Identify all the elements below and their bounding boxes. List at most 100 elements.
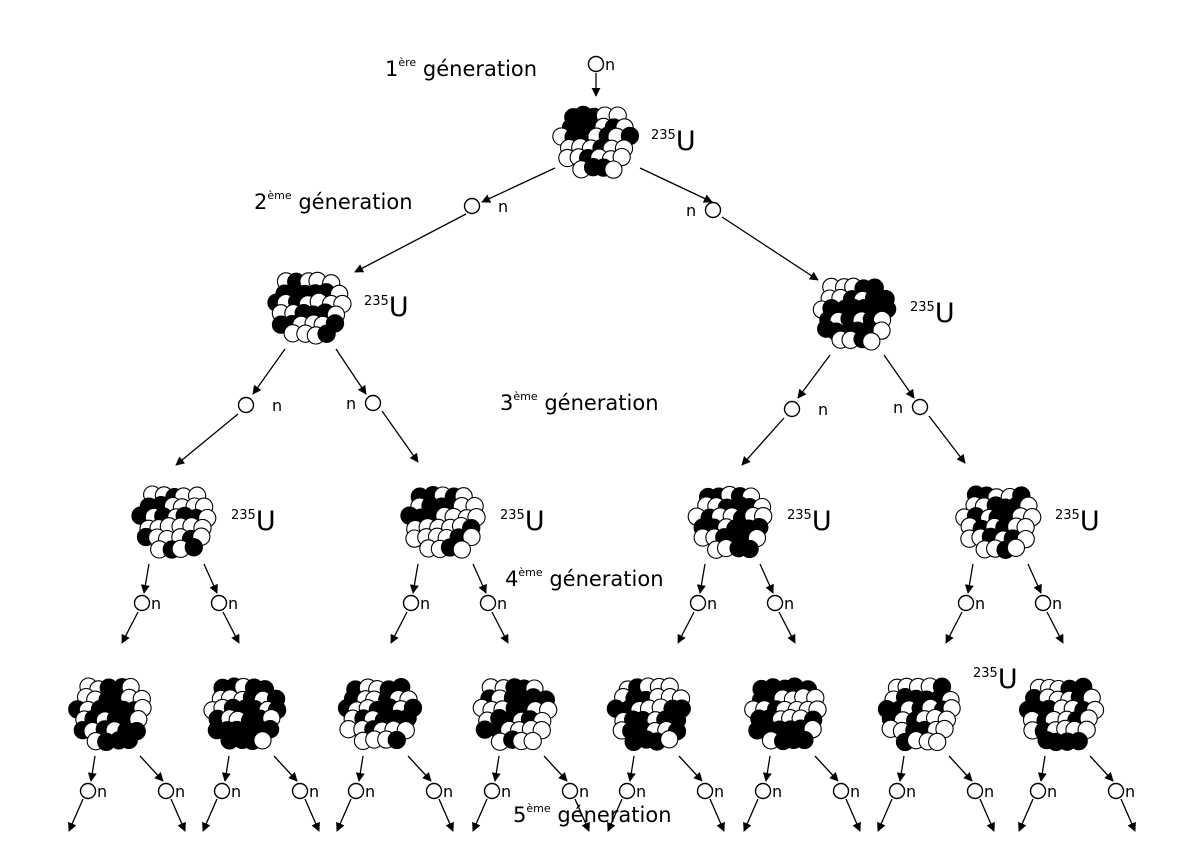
arrow-gen5-6 (438, 798, 454, 832)
neutron-label: n (498, 197, 508, 216)
neutron-label: n (975, 594, 985, 613)
arrow-gen4-5 (677, 611, 695, 644)
neutron-label: n (818, 400, 828, 419)
neutron-label: n (420, 594, 430, 613)
neutron-gen5-4: n (291, 782, 319, 801)
neutron-gen5-5: n (347, 782, 375, 801)
neutron-label: n (605, 55, 615, 74)
neutron-label: n (272, 396, 282, 415)
nucleus-gen4-8 (1018, 677, 1105, 752)
neutron-gen5-2: n (157, 782, 185, 801)
neutron-gen5-15: n (1029, 782, 1057, 801)
neutron-label: n (850, 782, 860, 801)
arrow-top-right-out (639, 167, 713, 203)
neutron-label: n (501, 782, 511, 801)
arrow-gen5-14 (979, 798, 995, 832)
neutron-label: n (906, 782, 916, 801)
proton-icon (387, 730, 406, 750)
nucleon-icon (253, 731, 272, 750)
neutron-icon (696, 782, 714, 800)
neutron-icon (402, 594, 420, 612)
proton-icon (740, 539, 759, 559)
nucleus-gen4-2 (203, 677, 287, 751)
arrow-l4-4-out1 (491, 755, 501, 782)
nucleon-icon (862, 332, 881, 351)
neutron-icon (618, 782, 636, 800)
neutron-icon (463, 197, 481, 215)
neutron-label: n (175, 782, 185, 801)
arrow-l3-3-out2 (759, 563, 774, 594)
neutron-icon (966, 782, 984, 800)
neutron-label: n (365, 782, 375, 801)
arrow-l3-2-out2 (472, 563, 487, 594)
nucleus-gen3-2: 235U (400, 486, 545, 559)
nucleon-icon (1006, 538, 1026, 557)
neutron-label: n (1047, 782, 1057, 801)
generation-label-5: 5ème géneration (513, 802, 672, 827)
neutron-gen5-1: n (79, 782, 107, 801)
neutron-icon (237, 396, 255, 414)
arrow-gen5-15 (1018, 798, 1034, 832)
arrow-l3-3-out1 (696, 563, 706, 594)
proton-icon (119, 730, 139, 750)
nucleus-label: 235U (651, 126, 696, 157)
nucleus-gen3-4: 235U (955, 485, 1100, 559)
arrow-gen5-13 (877, 798, 893, 832)
arrow-l4-4-out2 (543, 755, 568, 782)
arrow-gen3-4 (928, 415, 966, 464)
generation-label-4: 4ème géneration (505, 566, 664, 591)
arrow-gen5-9 (607, 798, 623, 832)
arrow-l2b-out2 (883, 354, 915, 399)
nucleus-gen3-3: 235U (687, 485, 832, 559)
arrow-gen4-3 (390, 611, 408, 644)
arrow-gen5-7 (472, 798, 488, 832)
neutron-gen5-11: n (754, 782, 782, 801)
nucleus-label: 235U (1055, 506, 1100, 537)
neutron-label: n (714, 782, 724, 801)
neutron-gen4-1: n (133, 594, 161, 613)
neutron-gen5-8: n (561, 782, 589, 801)
neutron-gen3-1: n (237, 396, 282, 415)
nucleon-icon (523, 731, 542, 751)
neutron-gen1: n (587, 55, 615, 74)
neutron-gen3-3: n (783, 400, 828, 419)
arrow-gen5-10 (709, 798, 725, 832)
arrow-l4-1-out1 (87, 755, 97, 782)
nucleus-label: 235U (787, 506, 832, 537)
neutron-icon (425, 782, 443, 800)
arrow-l4-8-out1 (1037, 755, 1047, 782)
neutron-gen2-right: n (686, 201, 722, 220)
neutron-gen3-4: n (893, 398, 929, 417)
neutron-label: n (346, 394, 356, 413)
neutron-label: n (686, 201, 696, 220)
neutron-gen5-9: n (618, 782, 646, 801)
nucleus-gen2-left: 235U (267, 271, 409, 345)
arrow-gen5-11 (743, 798, 759, 832)
neutron-icon (832, 782, 850, 800)
neutron-label: n (231, 782, 241, 801)
neutron-label: n (579, 782, 589, 801)
nucleus-gen1: 235U (552, 105, 696, 179)
neutron-label: n (443, 782, 453, 801)
nucleus-gen4-3 (337, 677, 423, 751)
arrow-gen2-left (354, 213, 467, 273)
arrow-l4-6-out1 (762, 755, 772, 782)
nucleus-label: 235U (231, 506, 276, 537)
neutron-icon (783, 400, 801, 418)
nucleus-gen4-5 (606, 677, 691, 752)
neutron-icon (291, 782, 309, 800)
arrow-gen5-3 (202, 798, 218, 832)
nucleus-gen4-7: 235U (877, 664, 1018, 752)
arrow-l4-2-out1 (221, 755, 231, 782)
nucleus-label: 235U (364, 292, 409, 323)
arrow-l4-8-out2 (1089, 755, 1114, 782)
arrow-gen4-2 (222, 611, 240, 644)
nucleon-icon (604, 160, 623, 179)
neutron-icon (79, 782, 97, 800)
arrow-l4-3-out1 (355, 755, 365, 782)
neutron-label: n (228, 594, 238, 613)
neutron-icon (888, 782, 906, 800)
arrow-gen4-1 (121, 611, 139, 644)
